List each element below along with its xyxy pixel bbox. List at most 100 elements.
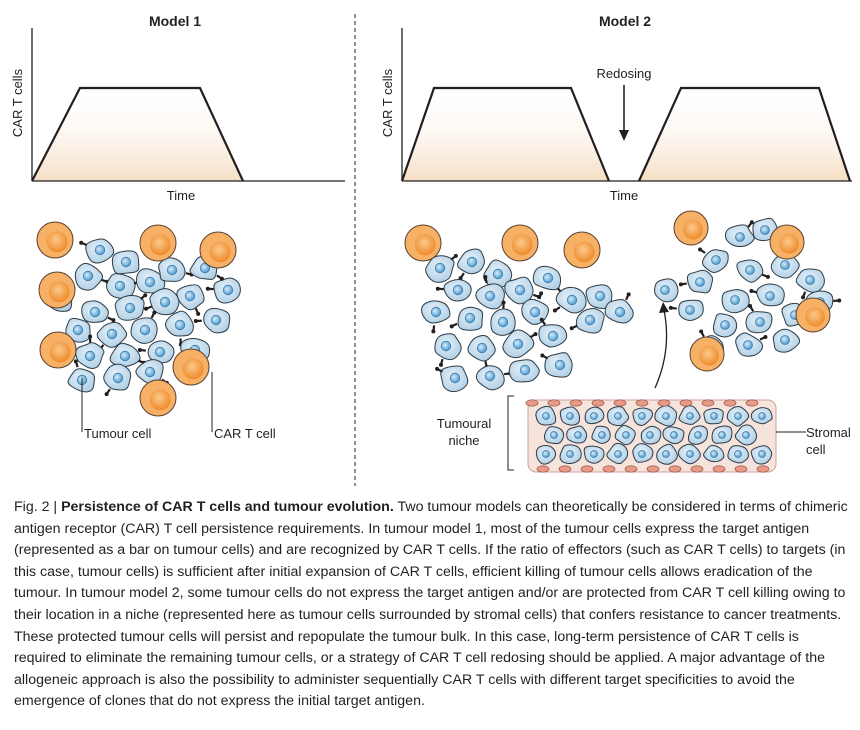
tumour-cell — [795, 268, 825, 300]
stromal-cell — [723, 399, 737, 407]
antigen-tip — [765, 274, 770, 279]
tumour-cell — [109, 342, 146, 368]
nucleus — [590, 412, 598, 420]
stromal-cell — [646, 465, 660, 473]
tumour-cell — [135, 268, 170, 295]
stromal-cell — [679, 399, 693, 407]
antigen-tip — [152, 310, 157, 315]
tumour-cell — [711, 425, 733, 444]
antigen-tip — [668, 305, 673, 310]
tumour-cell — [698, 247, 729, 273]
stromal-cell — [745, 399, 759, 407]
model1-chart: Model 1 CAR T cells Time — [10, 13, 345, 203]
car-t-cell — [39, 331, 77, 369]
tumour-cell — [584, 406, 605, 425]
nucleus — [72, 324, 84, 336]
car-t-core — [779, 233, 799, 254]
car-t-core — [209, 241, 231, 263]
stromal-cell-label-line2: cell — [806, 442, 826, 457]
nucleus — [730, 295, 740, 305]
antigen-tip — [73, 359, 78, 364]
car-t-cell — [139, 379, 177, 417]
nucleus — [695, 277, 705, 287]
tumour-cell — [632, 407, 654, 426]
tumour-cell — [734, 424, 758, 446]
nucleus — [430, 306, 442, 318]
tumour-cell — [475, 275, 505, 310]
tumour-cell — [508, 359, 540, 383]
nucleus — [222, 284, 234, 296]
antigen-tip — [763, 335, 768, 340]
nucleus — [662, 412, 670, 420]
antigen-tip — [435, 366, 440, 371]
tumour-cell — [435, 278, 472, 302]
nucleus — [638, 450, 646, 458]
nucleus — [594, 290, 606, 302]
nucleus — [758, 412, 766, 420]
tumour-cell — [726, 406, 750, 427]
tumour-cell — [449, 306, 484, 331]
nucleus — [119, 350, 131, 362]
tumour-cell — [712, 313, 738, 338]
tumour-cell — [583, 445, 605, 464]
tumour-cell — [640, 425, 662, 445]
tumour-cell — [687, 425, 709, 445]
nucleus — [590, 450, 598, 458]
nucleus — [686, 412, 694, 420]
stromal-cell — [525, 399, 539, 407]
tumour-cell — [677, 443, 701, 465]
antigen-tip — [699, 329, 704, 334]
nucleus — [743, 340, 753, 350]
tumour-cell — [535, 405, 557, 426]
stromal-cell — [569, 399, 583, 407]
tumour-cell — [559, 444, 582, 464]
nucleus — [711, 255, 721, 265]
tumour-cell — [504, 276, 541, 305]
antigen-tip — [449, 324, 454, 329]
antigen-tip — [143, 306, 148, 311]
stromal-cell — [690, 465, 704, 473]
stromal-cell — [657, 399, 671, 407]
nucleus — [484, 290, 496, 302]
nucleus — [139, 324, 151, 336]
model2-ylabel: CAR T cells — [380, 68, 395, 137]
car-t-core — [48, 281, 70, 303]
antigen-tip — [569, 326, 574, 331]
tumour-cell — [490, 300, 516, 336]
nucleus — [614, 306, 626, 318]
nucleus — [84, 350, 96, 362]
car-t-cell — [563, 231, 601, 269]
antigen-tip — [88, 334, 93, 339]
stromal-cell — [635, 399, 649, 407]
antigen-tip — [749, 220, 754, 225]
antigen-tip — [219, 276, 224, 281]
nucleus — [745, 265, 755, 275]
tumour-cell — [434, 333, 462, 367]
antigen-tip — [104, 392, 109, 397]
tumour-cell — [703, 444, 725, 463]
antigen-tip — [435, 286, 440, 291]
nucleus — [514, 284, 526, 296]
antigen-tip — [483, 275, 488, 280]
nucleus — [574, 431, 582, 439]
redosing-arrow-head — [619, 130, 629, 141]
nucleus — [614, 412, 622, 420]
model1-tumour-cluster — [36, 221, 241, 417]
tumour-cell — [540, 352, 573, 378]
model2-chart: Model 2 CAR T cells Time Redosing — [380, 13, 852, 203]
nucleus — [476, 342, 488, 354]
tumour-cell — [111, 250, 140, 282]
tumour-cell — [205, 277, 241, 304]
nucleus — [542, 412, 550, 420]
nucleus — [144, 276, 156, 288]
tumour-cell — [535, 444, 557, 465]
nucleus — [547, 330, 559, 342]
nucleus — [199, 262, 211, 274]
car-t-core — [149, 234, 171, 256]
nucleus — [497, 316, 509, 328]
car-t-core — [511, 234, 533, 256]
nucleus — [622, 431, 630, 439]
tumour-cell — [176, 284, 205, 316]
tumour-cell — [435, 365, 469, 393]
stromal-cell — [701, 399, 715, 407]
